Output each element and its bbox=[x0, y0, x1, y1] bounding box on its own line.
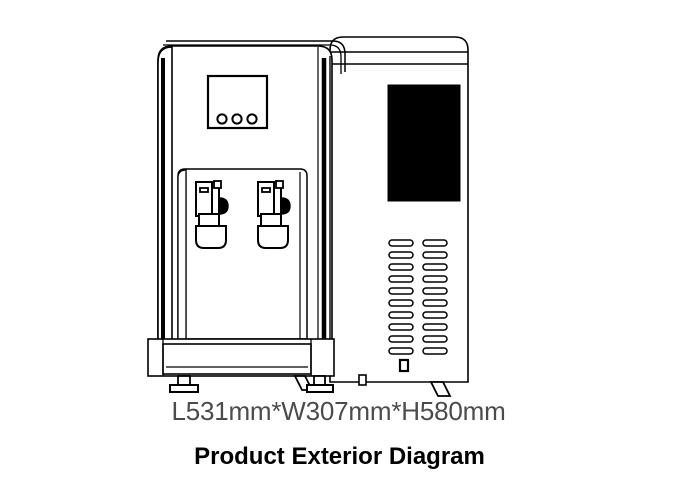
grille-slot bbox=[422, 239, 448, 247]
foot-rear-center-post bbox=[358, 374, 367, 386]
tap-left-cup-rest bbox=[195, 225, 227, 249]
foot-right-angled bbox=[429, 381, 452, 397]
grille-slot bbox=[422, 287, 448, 295]
tap-left-knob[interactable] bbox=[218, 197, 229, 215]
dispenser-module bbox=[147, 40, 452, 397]
panel-button-2[interactable] bbox=[231, 113, 243, 125]
foot-front-left-pad bbox=[169, 384, 199, 393]
dispense-recess-left-shade bbox=[177, 169, 187, 340]
grille-slot bbox=[422, 263, 448, 271]
base-drip-tray bbox=[147, 338, 335, 377]
panel-button-1[interactable] bbox=[216, 113, 228, 125]
figure-title: Product Exterior Diagram bbox=[194, 443, 485, 470]
grille-slot bbox=[422, 251, 448, 259]
tap-right-cup-rest bbox=[257, 225, 289, 249]
grille-slot bbox=[388, 335, 414, 343]
tap-right-lever-cap bbox=[275, 180, 284, 189]
grille-slot bbox=[422, 323, 448, 331]
tap-right[interactable] bbox=[257, 180, 291, 249]
grille-slot bbox=[388, 311, 414, 319]
tap-left-lever-cap bbox=[213, 180, 222, 189]
foot-mid-right-pad bbox=[306, 384, 334, 393]
grille-slot bbox=[388, 347, 414, 355]
grille-slot bbox=[388, 275, 414, 283]
foot-mid-right-post bbox=[313, 375, 326, 386]
foot-front-left bbox=[169, 375, 199, 393]
small-square-control[interactable] bbox=[398, 358, 410, 373]
grille-slot bbox=[388, 251, 414, 259]
grille-slot bbox=[422, 347, 448, 355]
grille-column-left bbox=[388, 239, 414, 355]
drip-tray-front bbox=[162, 343, 312, 375]
display-panel[interactable] bbox=[206, 74, 269, 130]
foot-rear-center bbox=[358, 374, 367, 386]
grille-slot bbox=[422, 311, 448, 319]
grille-slot bbox=[422, 335, 448, 343]
dimensions-label: L531mm*W307mm*H580mm bbox=[171, 396, 506, 426]
dispenser-shell-outline-back bbox=[166, 40, 346, 72]
grille-slot bbox=[388, 323, 414, 331]
grille-slot bbox=[388, 287, 414, 295]
panel-button-3[interactable] bbox=[246, 113, 258, 125]
foot-right bbox=[429, 381, 452, 397]
foot-mid-right bbox=[306, 375, 334, 393]
tap-left[interactable] bbox=[195, 180, 229, 249]
tap-right-indicator bbox=[261, 187, 271, 193]
tap-right-knob[interactable] bbox=[280, 197, 291, 215]
grille-slot bbox=[422, 275, 448, 283]
dispenser-shell-outline-back-2 bbox=[163, 44, 342, 74]
grille-slot bbox=[388, 239, 414, 247]
foot-front-left-post bbox=[177, 375, 191, 386]
grille-column-right bbox=[422, 239, 448, 355]
grille-slot bbox=[388, 299, 414, 307]
caption-block: L531mm*W307mm*H580mm Product Exterior Di… bbox=[0, 396, 675, 472]
grille-slot bbox=[422, 299, 448, 307]
grille-slot bbox=[388, 263, 414, 271]
machine-module bbox=[329, 36, 469, 383]
ventilation-grille bbox=[388, 239, 448, 355]
tap-left-indicator bbox=[199, 187, 209, 193]
dark-display-window bbox=[387, 84, 461, 202]
